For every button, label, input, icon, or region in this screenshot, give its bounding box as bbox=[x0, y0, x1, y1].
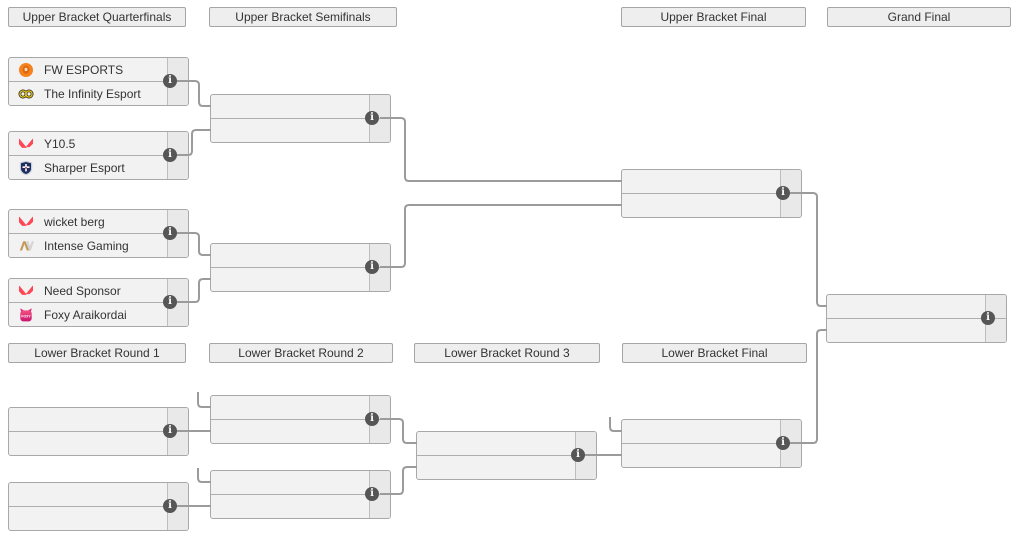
team-row-empty bbox=[211, 95, 390, 119]
team-row-empty bbox=[9, 432, 188, 455]
info-icon[interactable]: i bbox=[163, 74, 177, 88]
team-name[interactable]: Y10.5 bbox=[44, 136, 76, 151]
team-name[interactable]: wicket berg bbox=[44, 214, 105, 229]
team-row-empty bbox=[827, 295, 1006, 319]
team-row-empty bbox=[9, 507, 188, 530]
shield-icon bbox=[18, 160, 34, 176]
team-row-empty bbox=[622, 170, 801, 194]
team-name[interactable]: Need Sponsor bbox=[44, 283, 121, 298]
valorant-icon bbox=[18, 136, 34, 152]
team-name[interactable]: Sharper Esport bbox=[44, 160, 125, 175]
valorant-icon bbox=[18, 214, 34, 230]
info-icon[interactable]: i bbox=[365, 111, 379, 125]
team-row-empty bbox=[211, 471, 390, 495]
header-upper-bracket-semifinals: Upper Bracket Semifinals bbox=[209, 7, 397, 27]
info-icon[interactable]: i bbox=[365, 487, 379, 501]
team-row[interactable]: Need Sponsor bbox=[9, 279, 188, 303]
info-icon[interactable]: i bbox=[365, 260, 379, 274]
header-upper-bracket-final: Upper Bracket Final bbox=[621, 7, 806, 27]
score-cell bbox=[167, 156, 188, 179]
info-icon[interactable]: i bbox=[776, 436, 790, 450]
header-grand-final: Grand Final bbox=[827, 7, 1011, 27]
match-lbr1m1 bbox=[8, 407, 189, 456]
match-gf bbox=[826, 294, 1007, 343]
team-row-empty bbox=[9, 483, 188, 507]
team-row-empty bbox=[622, 194, 801, 217]
score-cell bbox=[985, 319, 1006, 342]
info-icon[interactable]: i bbox=[365, 412, 379, 426]
header-lower-bracket-round-3: Lower Bracket Round 3 bbox=[414, 343, 600, 363]
match-ubqf1: FW ESPORTS The Infinity Esport bbox=[8, 57, 189, 106]
team-row[interactable]: Sharper Esport bbox=[9, 156, 188, 179]
score-cell bbox=[780, 444, 801, 467]
team-row-empty bbox=[211, 244, 390, 268]
match-lbf bbox=[621, 419, 802, 468]
match-ubsf1 bbox=[210, 94, 391, 143]
team-row-empty bbox=[211, 268, 390, 291]
team-name[interactable]: Foxy Araikordai bbox=[44, 307, 127, 322]
info-icon[interactable]: i bbox=[981, 311, 995, 325]
team-name[interactable]: FW ESPORTS bbox=[44, 62, 124, 77]
team-row-empty bbox=[622, 444, 801, 467]
match-ubsf2 bbox=[210, 243, 391, 292]
team-row[interactable]: FOXY Foxy Araikordai bbox=[9, 303, 188, 326]
header-lower-bracket-round-2: Lower Bracket Round 2 bbox=[209, 343, 393, 363]
score-cell bbox=[167, 303, 188, 326]
team-row-empty bbox=[211, 396, 390, 420]
fox-icon: FOXY bbox=[18, 307, 34, 323]
team-name[interactable]: Intense Gaming bbox=[44, 238, 129, 253]
score-cell bbox=[167, 507, 188, 530]
info-icon[interactable]: i bbox=[163, 295, 177, 309]
match-lbr3 bbox=[416, 431, 597, 480]
team-row[interactable]: Y10.5 bbox=[9, 132, 188, 156]
header-lower-bracket-round-1: Lower Bracket Round 1 bbox=[8, 343, 186, 363]
team-row[interactable]: The Infinity Esport bbox=[9, 82, 188, 105]
team-row-empty bbox=[622, 420, 801, 444]
team-name[interactable]: The Infinity Esport bbox=[44, 86, 141, 101]
av-icon bbox=[18, 238, 34, 254]
info-icon[interactable]: i bbox=[571, 448, 585, 462]
match-lbr2m1 bbox=[210, 395, 391, 444]
valorant-icon bbox=[18, 283, 34, 299]
svg-text:FOXY: FOXY bbox=[21, 314, 31, 318]
team-row-empty bbox=[211, 495, 390, 518]
team-row[interactable]: Intense Gaming bbox=[9, 234, 188, 257]
header-lower-bracket-final: Lower Bracket Final bbox=[622, 343, 807, 363]
team-row-empty bbox=[211, 119, 390, 142]
score-cell bbox=[167, 432, 188, 455]
score-cell bbox=[369, 268, 390, 291]
team-row[interactable]: FW ESPORTS bbox=[9, 58, 188, 82]
match-lbr1m2 bbox=[8, 482, 189, 531]
team-row[interactable]: wicket berg bbox=[9, 210, 188, 234]
lion-icon bbox=[18, 62, 34, 78]
team-row-empty bbox=[417, 432, 596, 456]
header-upper-bracket-quarterfinals: Upper Bracket Quarterfinals bbox=[8, 7, 186, 27]
team-row-empty bbox=[211, 420, 390, 443]
score-cell bbox=[369, 495, 390, 518]
info-icon[interactable]: i bbox=[163, 148, 177, 162]
match-lbr2m2 bbox=[210, 470, 391, 519]
info-icon[interactable]: i bbox=[163, 226, 177, 240]
team-row-empty bbox=[827, 319, 1006, 342]
info-icon[interactable]: i bbox=[776, 186, 790, 200]
score-cell bbox=[575, 456, 596, 479]
team-row-empty bbox=[417, 456, 596, 479]
info-icon[interactable]: i bbox=[163, 499, 177, 513]
info-icon[interactable]: i bbox=[163, 424, 177, 438]
team-row-empty bbox=[9, 408, 188, 432]
infinity-icon bbox=[18, 86, 34, 102]
match-ubf bbox=[621, 169, 802, 218]
